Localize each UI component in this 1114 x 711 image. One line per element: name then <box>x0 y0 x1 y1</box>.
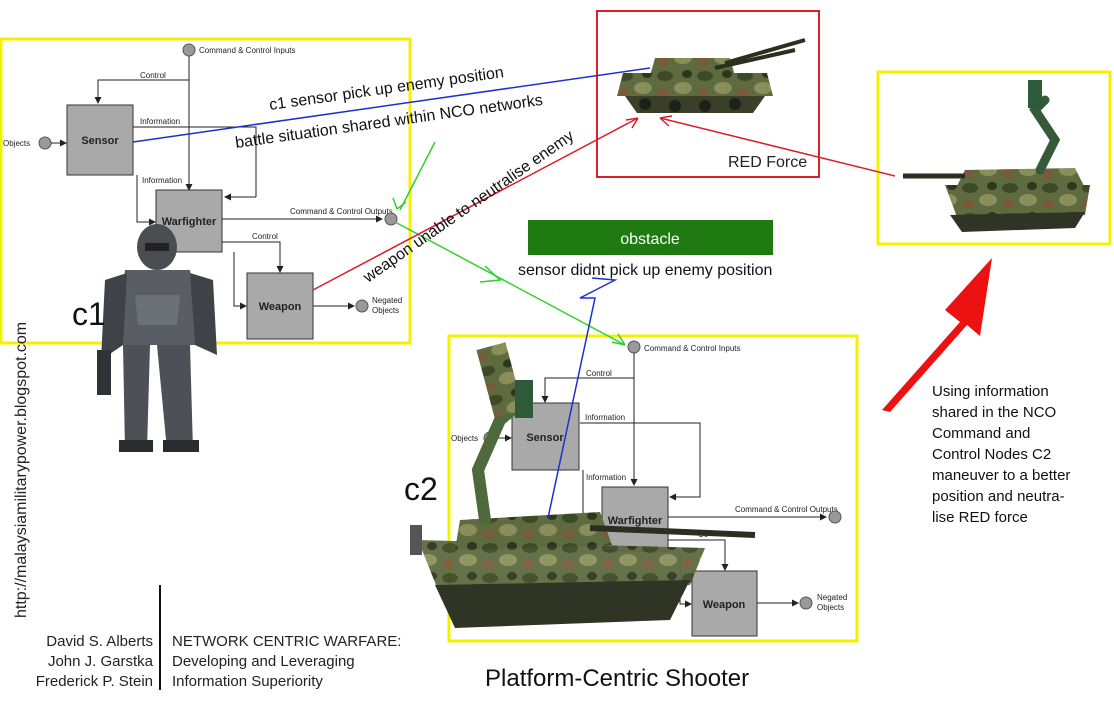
green-to-c2-line <box>394 221 626 346</box>
big-red-arrow <box>882 258 992 412</box>
sensor-miss-label: sensor didnt pick up enemy position <box>518 262 772 279</box>
c2-diagram: Command & Control Inputs Control Informa… <box>447 334 859 643</box>
c1-weapon-label: Weapon <box>259 301 302 313</box>
c1-node-label: c1 <box>72 296 106 332</box>
c2-sensor-label: Sensor <box>526 432 564 444</box>
red-force-label: RED Force <box>728 154 807 171</box>
soldier-image <box>97 224 217 452</box>
citation-title-line: Developing and Leveraging <box>172 653 355 670</box>
c2-information-label: Information <box>585 413 625 422</box>
red-tank-image <box>617 38 806 113</box>
citation-authors: David S. Alberts John J. Garstka Frederi… <box>0 632 153 692</box>
citation-title-line: Information Superiority <box>172 673 323 690</box>
citation-title: NETWORK CENTRIC WARFARE: Developing and … <box>172 632 442 692</box>
c1-sensor-label: Sensor <box>81 135 119 147</box>
c2-negated-label-1: Negated <box>817 593 847 602</box>
c1-weapon-to-red-line <box>312 117 639 291</box>
maneuver-line: maneuver to a better <box>932 467 1071 484</box>
c1-control2-label: Control <box>252 232 278 241</box>
c2-warfighter-box <box>601 486 669 552</box>
c2-negated-label-2: Objects <box>817 603 844 612</box>
c1-negated-label-2: Objects <box>372 306 399 315</box>
right-tank-to-red-line <box>659 117 896 177</box>
author: Frederick P. Stein <box>35 673 153 690</box>
c1-inputs-node <box>182 43 196 57</box>
red-force-frame <box>596 10 820 178</box>
c2-sensor-blocked-line <box>547 277 618 519</box>
obstacle-label: obstacle <box>620 231 680 248</box>
c2-weapon-box <box>691 570 758 637</box>
c1-objects-label: Objects <box>3 139 30 148</box>
c2-objects-label: Objects <box>451 434 478 443</box>
c2-inputs-node <box>627 340 641 354</box>
maneuver-line: position and neutra- <box>932 488 1065 505</box>
c1-information-label: Information <box>140 117 180 126</box>
c2-frame <box>447 334 859 643</box>
c1-outputs-label: Command & Control Outputs <box>290 207 393 216</box>
maneuver-line: lise RED force <box>932 509 1028 526</box>
c2-inputs-label: Command & Control Inputs <box>644 344 741 353</box>
maneuver-text: Using information shared in the NCO Comm… <box>932 381 1112 528</box>
green-shared-line <box>399 141 436 211</box>
c2-tank-image <box>410 342 756 628</box>
c1-warfighter-label: Warfighter <box>162 216 217 228</box>
citation-title-line: NETWORK CENTRIC WARFARE: <box>172 633 402 650</box>
c1-negated-label-1: Negated <box>372 296 402 305</box>
c1-sensor-box <box>66 104 134 176</box>
c1-information2-label: Information <box>142 176 182 185</box>
c1-inputs-label: Command & Control Inputs <box>199 46 296 55</box>
website-label: http://malaysiamilitarypower.blogspot.co… <box>13 322 30 618</box>
c2-weapon-label: Weapon <box>703 599 746 611</box>
maneuver-line: Using information <box>932 383 1049 400</box>
c2-outputs-label: Command & Control Outputs <box>735 505 838 514</box>
maneuver-line: Control Nodes C2 <box>932 446 1052 463</box>
obstacle-bar <box>528 220 773 255</box>
c1-control-label: Control <box>140 71 166 80</box>
c2-node-label: c2 <box>404 471 438 507</box>
platform-centric-label: Platform-Centric Shooter <box>485 665 749 692</box>
c2-warfighter-label: Warfighter <box>608 515 663 527</box>
right-tank-frame <box>876 70 1112 246</box>
maneuver-line: Command and <box>932 425 1031 442</box>
author: David S. Alberts <box>46 633 153 650</box>
c1-sensor-to-red-line <box>132 67 651 143</box>
author: John J. Garstka <box>47 653 153 670</box>
c2-information2-label: Information <box>586 473 626 482</box>
maneuver-line: shared in the NCO <box>932 404 1057 421</box>
right-tank-image <box>903 80 1090 232</box>
c1-weapon-box <box>246 272 314 340</box>
c2-control-label: Control <box>586 369 612 378</box>
